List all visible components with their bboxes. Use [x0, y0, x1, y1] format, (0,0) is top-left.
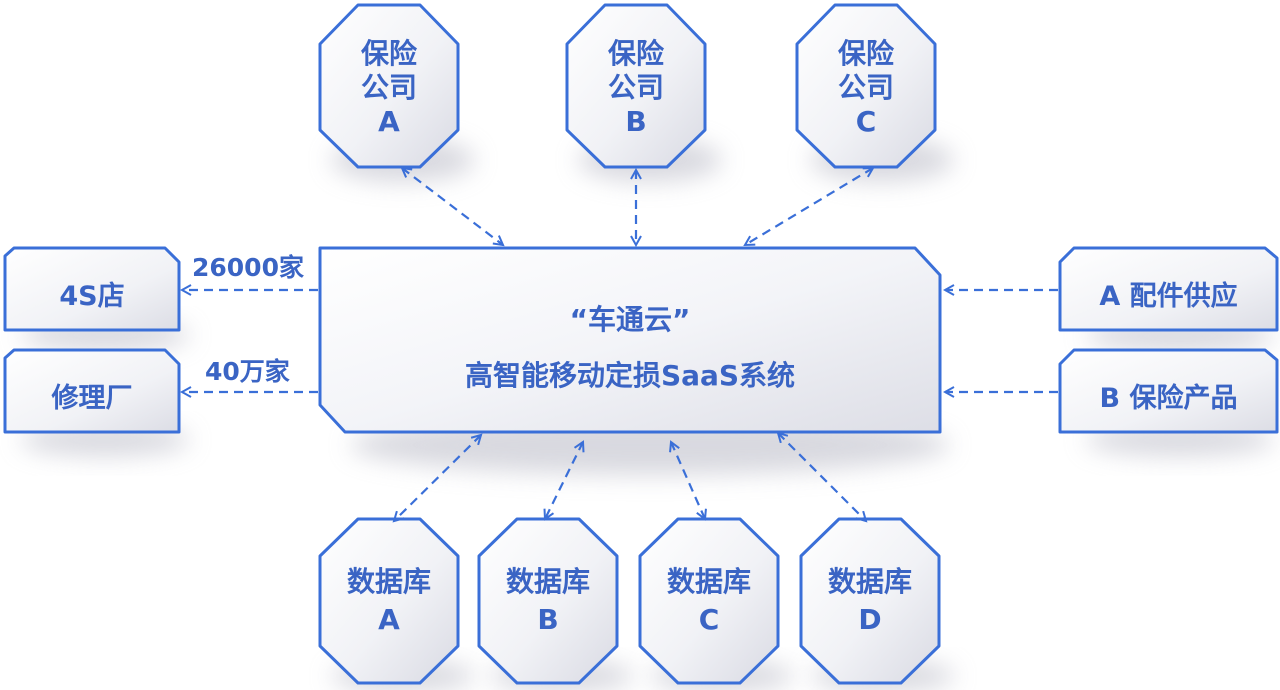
database-b-label: 数据库 B	[479, 565, 617, 637]
insurer-b-label: 保险 公司 B	[567, 30, 705, 145]
database-a-hexagon[interactable]	[318, 517, 460, 685]
center-subtitle: 高智能移动定损SaaS系统	[464, 358, 796, 392]
insurer-b-line1: 保险	[607, 36, 664, 70]
database-a-label: 数据库 A	[320, 565, 458, 637]
insurer-c-line1: 保险	[837, 36, 894, 70]
insurer-c-label: 保险 公司 C	[797, 30, 935, 145]
arrow-insurer-a	[402, 168, 503, 245]
arrow-insurer-c	[745, 168, 873, 245]
insurer-b-hexagon[interactable]	[565, 3, 707, 169]
database-b-line1: 数据库	[505, 565, 590, 598]
database-c-line2: C	[698, 603, 720, 636]
center-system-box[interactable]	[318, 246, 942, 434]
database-b-line2: B	[537, 603, 559, 636]
database-d-line2: D	[858, 603, 882, 636]
count-repair: 40万家	[205, 357, 290, 386]
database-a-line2: A	[378, 603, 400, 636]
box-parts[interactable]	[1058, 246, 1279, 332]
insurer-a-label: 保险 公司 A	[320, 30, 458, 145]
center-title: “车通云”	[569, 302, 691, 336]
insurer-b-line2: 公司	[607, 70, 664, 104]
box-parts-label: A 配件供应	[1099, 280, 1238, 312]
database-c-line1: 数据库	[666, 565, 751, 598]
insurer-a-line3: A	[378, 104, 400, 138]
database-a-line1: 数据库	[346, 565, 431, 598]
database-b-hexagon[interactable]	[477, 517, 619, 685]
box-insurance-product-label: B 保险产品	[1099, 382, 1238, 414]
insurer-a-hexagon[interactable]	[318, 3, 460, 169]
arrow-database-a	[394, 435, 481, 521]
insurer-c-hexagon[interactable]	[795, 3, 937, 169]
count-4s: 26000家	[192, 253, 304, 282]
database-c-label: 数据库 C	[640, 565, 778, 637]
database-d-line1: 数据库	[827, 565, 912, 598]
insurer-c-line2: 公司	[837, 70, 894, 104]
arrow-database-d	[778, 433, 866, 521]
box-repair[interactable]	[3, 348, 181, 434]
database-d-label: 数据库 D	[801, 565, 939, 637]
box-4s[interactable]	[3, 246, 181, 332]
box-repair-label: 修理厂	[51, 382, 133, 414]
insurer-b-line3: B	[625, 104, 647, 138]
insurer-c-line3: C	[855, 104, 877, 138]
center-system-label: “车通云” 高智能移动定损SaaS系统	[330, 295, 930, 400]
insurer-a-line1: 保险	[360, 36, 417, 70]
insurer-a-line2: 公司	[360, 70, 417, 104]
box-insurance-product[interactable]	[1058, 348, 1279, 434]
box-4s-label: 4S店	[59, 280, 125, 312]
